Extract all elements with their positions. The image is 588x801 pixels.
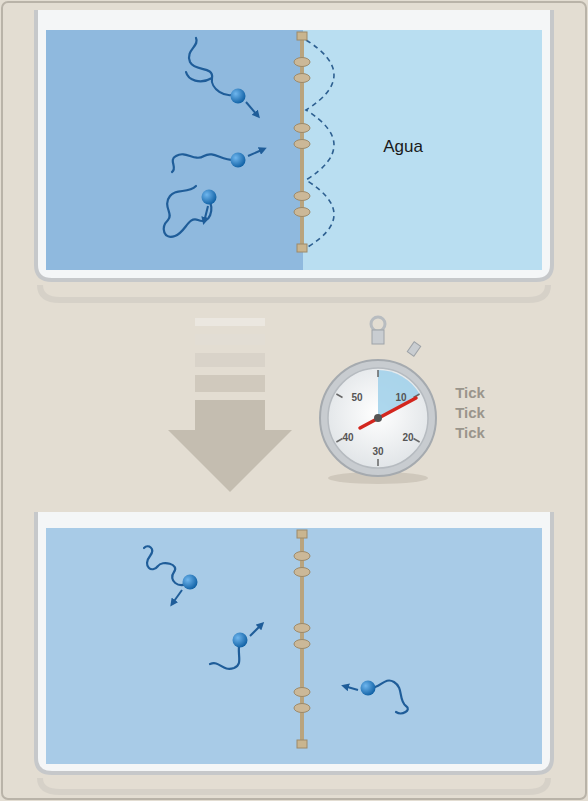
top-beaker xyxy=(36,10,552,300)
tick-sound: Tick xyxy=(455,425,485,440)
tick-sound: Tick xyxy=(455,405,485,420)
dial-number: 50 xyxy=(351,393,362,403)
stopwatch xyxy=(320,317,436,484)
dial-number: 10 xyxy=(395,393,406,403)
time-arrow xyxy=(168,318,292,492)
dial-number: 40 xyxy=(342,433,353,443)
tick-sound: Tick xyxy=(455,385,485,400)
region-label: Agua xyxy=(383,138,423,155)
dial-number: 20 xyxy=(402,433,413,443)
bottom-beaker xyxy=(36,512,552,792)
dial-number: 30 xyxy=(372,447,383,457)
